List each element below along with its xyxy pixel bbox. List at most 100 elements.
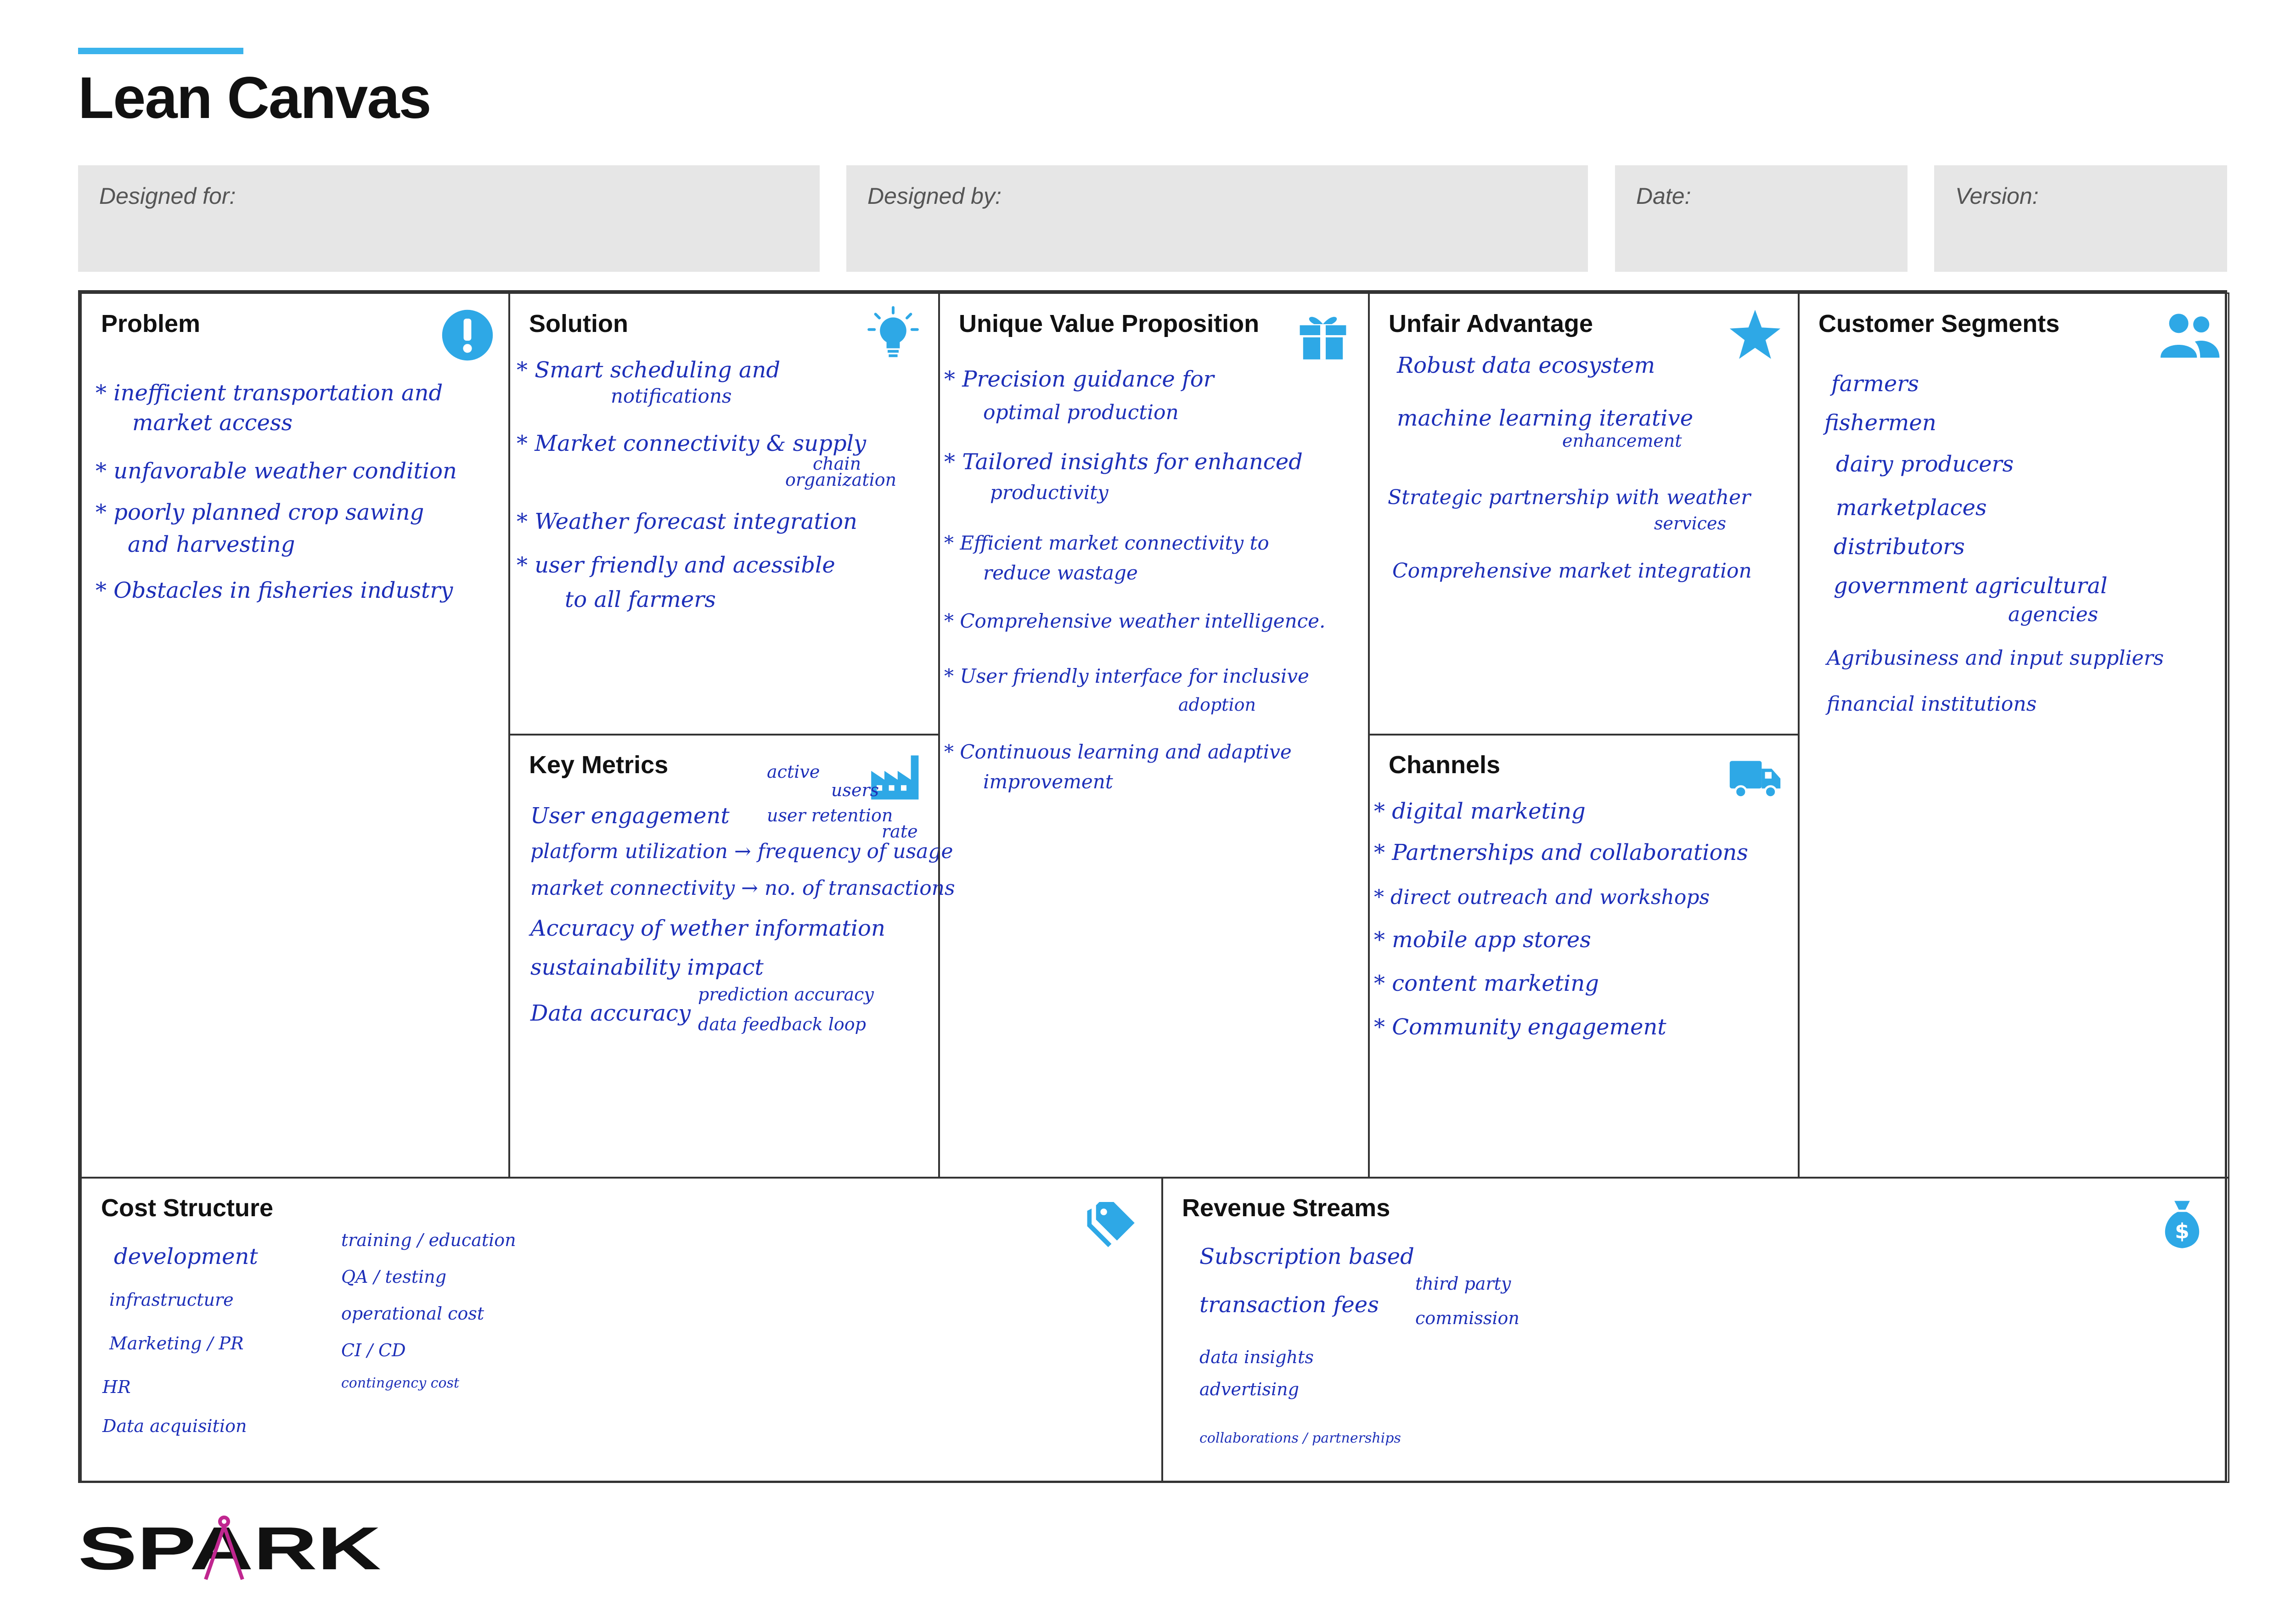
- solution-line-8: to all farmers: [565, 587, 716, 612]
- svg-text:$: $: [2175, 1219, 2189, 1243]
- metrics-line-4: user retention: [767, 805, 893, 826]
- segments-line-8: Agribusiness and input suppliers: [1827, 646, 2164, 670]
- solution-cell[interactable]: Solution * Smart scheduling and notifica…: [508, 292, 940, 736]
- spark-logo: SPARK: [78, 1515, 381, 1582]
- tag-icon: [1087, 1202, 1135, 1247]
- users-icon: [2161, 314, 2220, 358]
- metrics-line-12: data feedback loop: [698, 1014, 866, 1034]
- cost-structure-cell[interactable]: Cost Structure development infrastructur…: [80, 1177, 1163, 1483]
- unfair-line-2: machine learning iterative: [1397, 405, 1694, 431]
- revenue-line-3: third party: [1415, 1274, 1511, 1294]
- uvp-cell[interactable]: Unique Value Proposition * Precision gui…: [938, 292, 1370, 1179]
- solution-line-7: * user friendly and acessible: [517, 552, 835, 578]
- designed-by-label: Designed by:: [867, 183, 1002, 209]
- cost-line-8: operational cost: [341, 1303, 484, 1324]
- cost-line-7: QA / testing: [341, 1267, 447, 1287]
- channels-cell[interactable]: Channels * digital marketing * Partnersh…: [1368, 734, 1800, 1179]
- designed-for-label: Designed for:: [99, 183, 236, 209]
- spark-logo-text: SPARK: [78, 1515, 381, 1582]
- uvp-line-5: * Efficient market connectivity to: [944, 532, 1269, 554]
- metrics-line-8: Accuracy of wether information: [530, 915, 885, 941]
- factory-icon: [871, 755, 919, 800]
- problem-line-5: and harvesting: [128, 532, 295, 557]
- metrics-line-1: active: [767, 762, 820, 782]
- uvp-line-10: * Continuous learning and adaptive: [944, 741, 1292, 763]
- problem-line-1: * inefficient transportation and: [96, 380, 443, 406]
- revenue-line-2: transaction fees: [1199, 1292, 1379, 1318]
- channels-line-5: * content marketing: [1374, 971, 1599, 996]
- designed-for-field[interactable]: Designed for:: [78, 165, 820, 272]
- cost-line-3: Marketing / PR: [109, 1333, 244, 1353]
- channels-line-3: * direct outreach and workshops: [1374, 886, 1710, 909]
- cost-structure-title: Cost Structure: [101, 1194, 274, 1222]
- revenue-streams-cell[interactable]: Revenue Streams $ Subscription based tra…: [1161, 1177, 2229, 1483]
- solution-line-6: * Weather forecast integration: [517, 509, 857, 534]
- exclamation-icon: [442, 309, 493, 361]
- solution-line-4: chain: [813, 454, 861, 474]
- cost-line-4: HR: [102, 1377, 131, 1397]
- customer-segments-title: Customer Segments: [1818, 310, 2060, 337]
- cost-line-5: Data acquisition: [102, 1416, 247, 1436]
- version-field[interactable]: Version:: [1934, 165, 2227, 272]
- channels-title: Channels: [1389, 751, 1501, 779]
- designed-by-field[interactable]: Designed by:: [846, 165, 1588, 272]
- uvp-line-6: reduce wastage: [983, 562, 1138, 584]
- uvp-line-4: productivity: [990, 481, 1109, 504]
- problem-line-3: * unfavorable weather condition: [96, 458, 457, 484]
- cost-line-6: training / education: [341, 1230, 516, 1250]
- metrics-line-6: platform utilization → frequency of usag…: [530, 840, 953, 863]
- segments-line-5: distributors: [1834, 534, 1965, 560]
- unfair-line-6: Comprehensive market integration: [1392, 559, 1752, 583]
- metrics-line-2: users: [831, 780, 879, 800]
- segments-line-7: agencies: [2008, 603, 2099, 626]
- revenue-line-5: data insights: [1199, 1347, 1314, 1367]
- segments-line-4: marketplaces: [1836, 495, 1987, 521]
- gift-icon: [1300, 317, 1346, 359]
- revenue-line-4: commission: [1415, 1308, 1519, 1328]
- channels-line-4: * mobile app stores: [1374, 927, 1591, 953]
- lean-canvas: Problem * inefficient transportation and…: [78, 290, 2229, 1483]
- problem-cell[interactable]: Problem * inefficient transportation and…: [80, 292, 510, 1179]
- star-icon: [1729, 309, 1781, 359]
- problem-title: Problem: [101, 310, 201, 337]
- channels-line-1: * digital marketing: [1374, 798, 1586, 824]
- uvp-line-8: * User friendly interface for inclusive: [944, 665, 1309, 687]
- revenue-line-1: Subscription based: [1199, 1244, 1414, 1269]
- uvp-line-7: * Comprehensive weather intelligence.: [944, 610, 1326, 632]
- solution-line-3: * Market connectivity & supply: [517, 431, 867, 456]
- uvp-line-3: * Tailored insights for enhanced: [944, 449, 1303, 475]
- metrics-line-11: Data accuracy: [530, 1000, 691, 1026]
- page-title: Lean Canvas: [78, 65, 432, 131]
- unfair-line-3: enhancement: [1562, 431, 1682, 451]
- metrics-line-3: User engagement: [530, 803, 730, 829]
- revenue-streams-title: Revenue Streams: [1182, 1194, 1390, 1222]
- unfair-advantage-cell[interactable]: Unfair Advantage Robust data ecosystem m…: [1368, 292, 1800, 736]
- revenue-line-6: advertising: [1199, 1379, 1299, 1399]
- unfair-advantage-title: Unfair Advantage: [1389, 310, 1593, 337]
- solution-line-1: * Smart scheduling and: [517, 357, 781, 383]
- key-metrics-cell[interactable]: Key Metrics active users User engagement…: [508, 734, 955, 1179]
- customer-segments-cell[interactable]: Customer Segments farmers fishermen dair…: [1798, 292, 2229, 1179]
- unfair-line-5: services: [1654, 513, 1727, 534]
- segments-line-9: financial institutions: [1827, 692, 2037, 716]
- title-accent-bar: [78, 48, 243, 54]
- lightbulb-icon: [867, 306, 919, 357]
- solution-line-5: organization: [785, 470, 897, 490]
- key-metrics-title: Key Metrics: [529, 751, 669, 779]
- uvp-line-9: adoption: [1178, 695, 1256, 715]
- cost-line-10: contingency cost: [341, 1375, 460, 1391]
- problem-line-6: * Obstacles in fisheries industry: [96, 578, 453, 603]
- problem-line-4: * poorly planned crop sawing: [96, 500, 424, 525]
- segments-line-6: government agricultural: [1834, 573, 2108, 599]
- date-field[interactable]: Date:: [1615, 165, 1908, 272]
- solution-line-2: notifications: [611, 385, 732, 407]
- cost-line-1: development: [114, 1244, 258, 1269]
- money-bag-icon: $: [2165, 1201, 2200, 1248]
- uvp-line-11: improvement: [983, 770, 1113, 793]
- truck-icon: [1729, 761, 1781, 798]
- channels-line-6: * Community engagement: [1374, 1014, 1666, 1040]
- uvp-title: Unique Value Proposition: [959, 310, 1260, 337]
- uvp-line-1: * Precision guidance for: [944, 366, 1214, 392]
- segments-line-3: dairy producers: [1836, 451, 2014, 477]
- unfair-line-4: Strategic partnership with weather: [1388, 486, 1751, 509]
